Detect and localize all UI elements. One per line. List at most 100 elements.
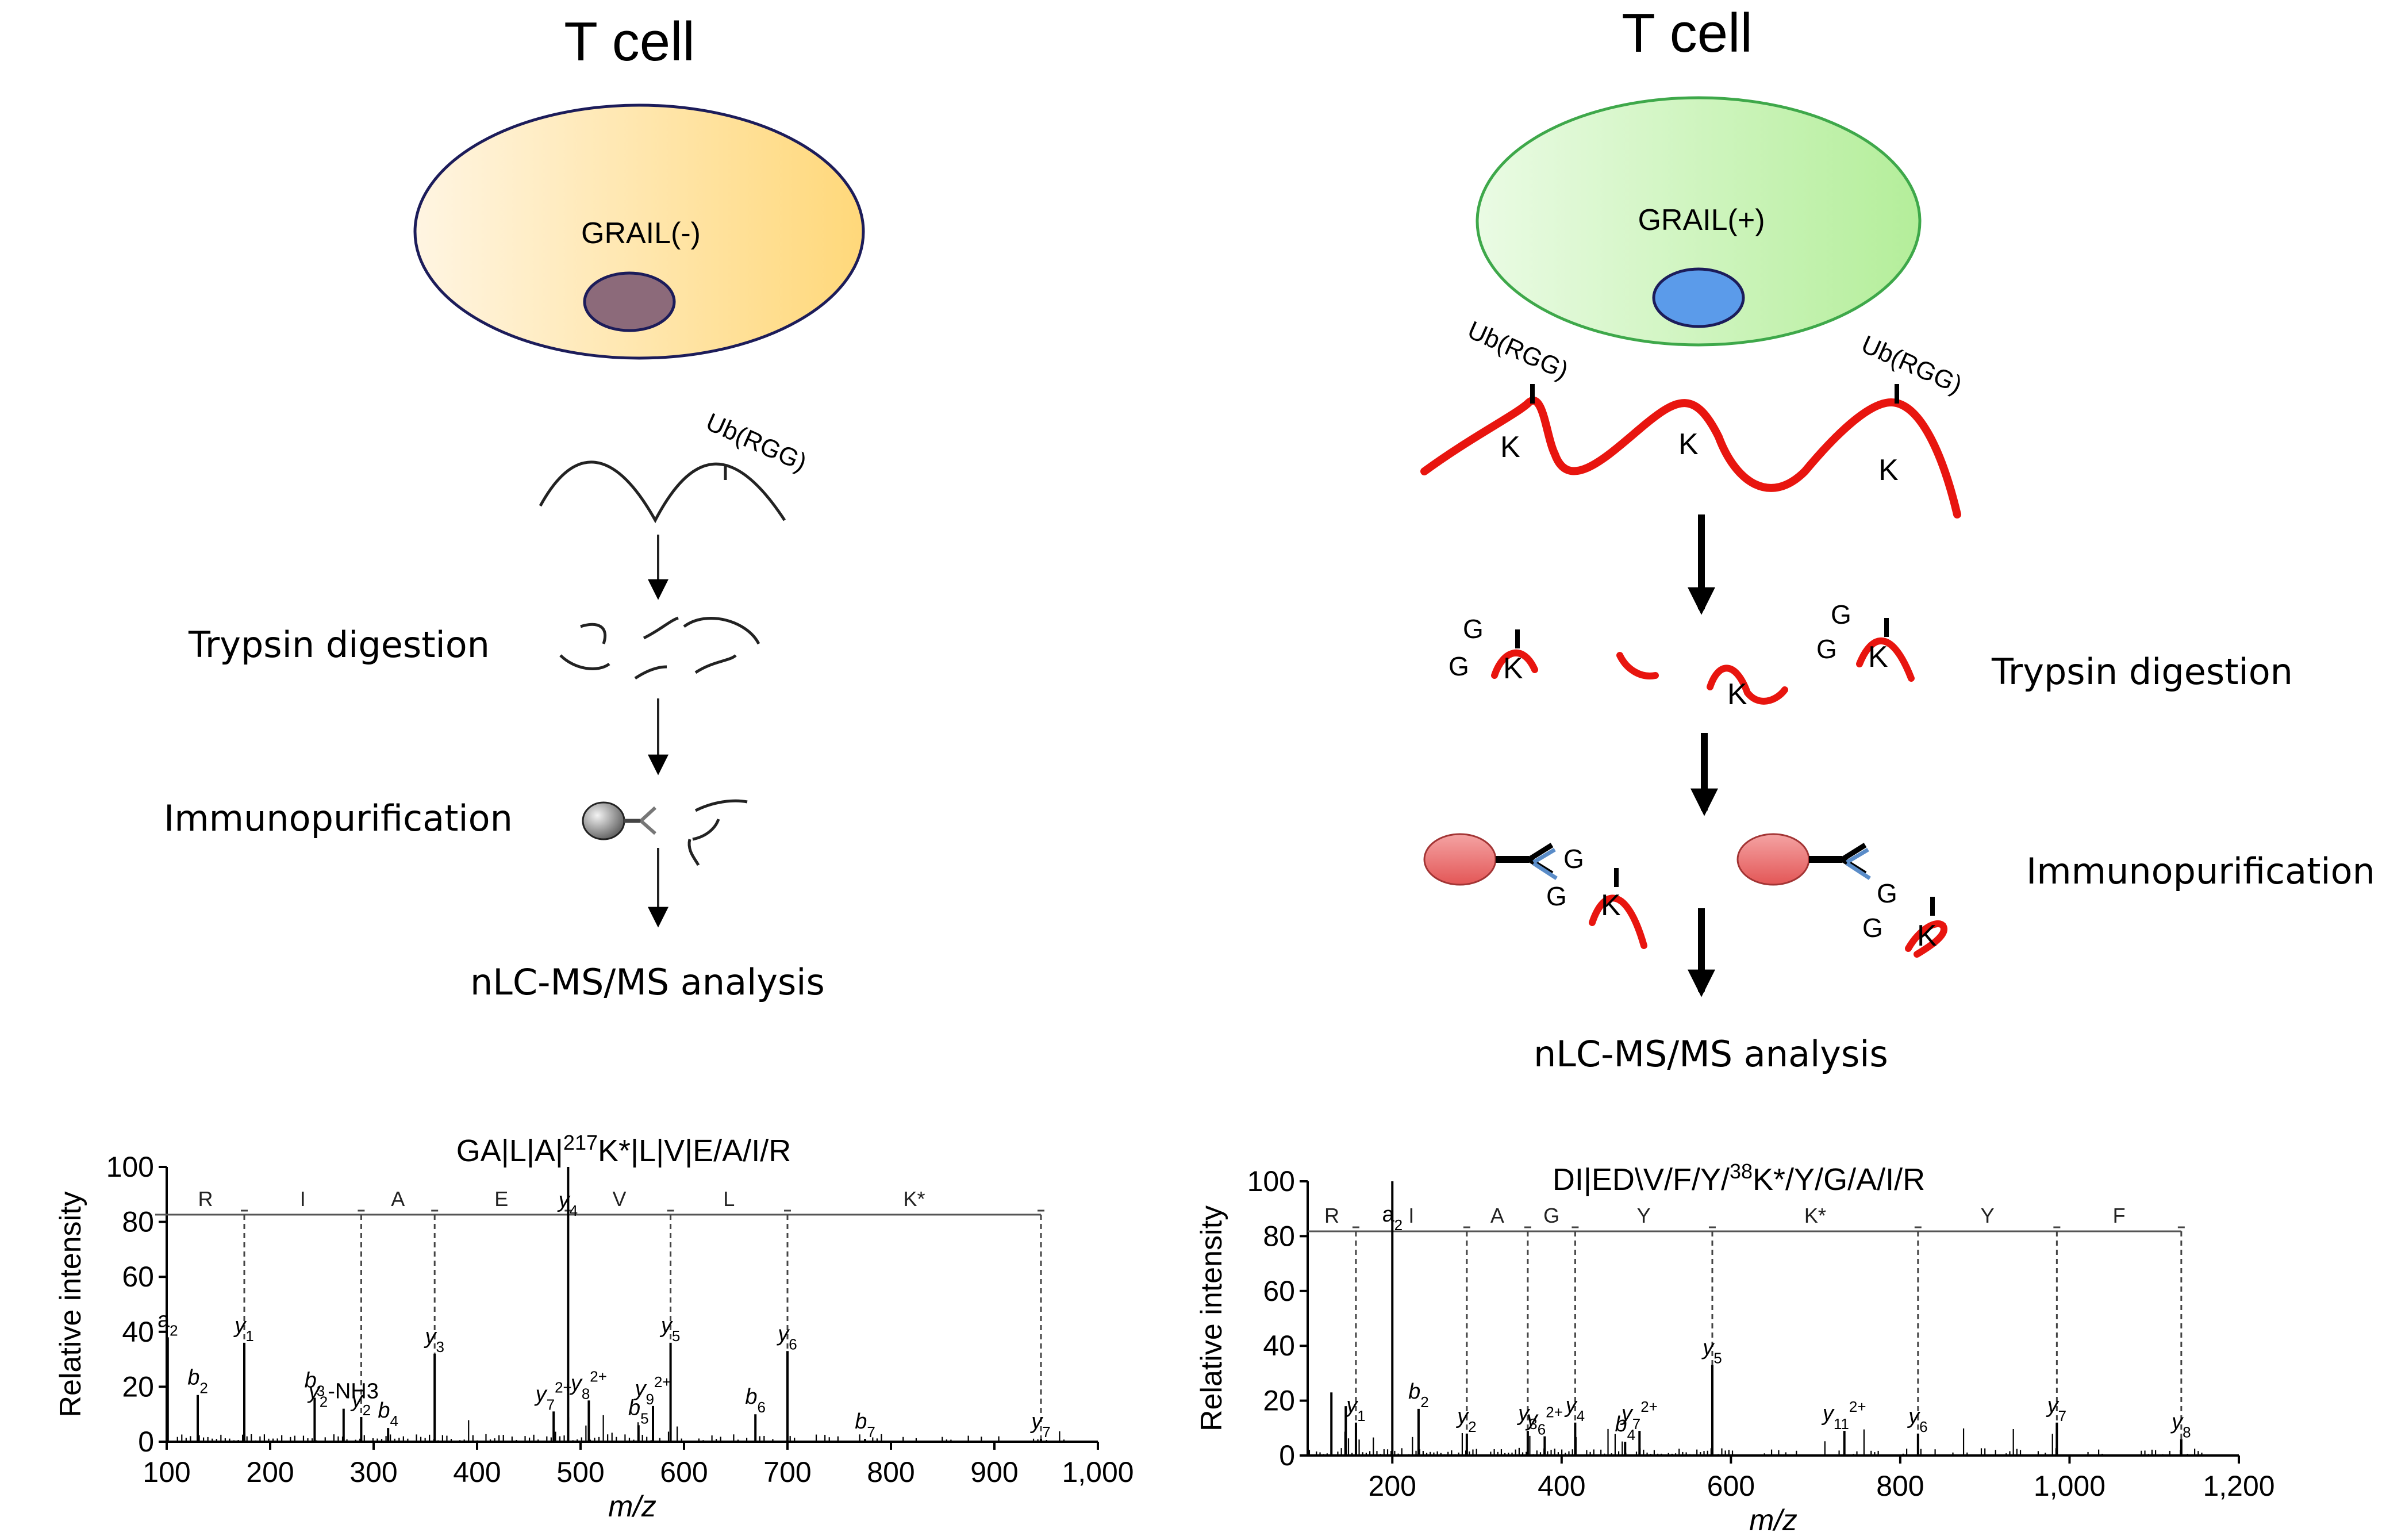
y-tick-label: 60 bbox=[122, 1261, 154, 1293]
y-axis-label: Relative intensity bbox=[54, 1191, 87, 1417]
svg-text:G: G bbox=[1831, 600, 1851, 629]
x-tick-label: 600 bbox=[1707, 1470, 1755, 1502]
y-tick-label: 100 bbox=[1247, 1165, 1295, 1197]
chart-title: GA|L|A|217K*|L|V|E/A/I/R bbox=[456, 1131, 791, 1169]
x-tick-label: 200 bbox=[246, 1456, 294, 1488]
x-tick-label: 800 bbox=[1876, 1470, 1924, 1502]
grail-pos-label: GRAIL(+) bbox=[1638, 203, 1765, 237]
right-digest-fragment-1: G G K bbox=[1448, 614, 1538, 685]
peak-label: y2-NH3 bbox=[307, 1380, 379, 1411]
peak-label: y92+ bbox=[633, 1373, 671, 1408]
sequence-residue: R bbox=[198, 1187, 213, 1211]
peak-label: y6 bbox=[776, 1322, 797, 1353]
right-step-trypsin: Trypsin digestion bbox=[1991, 651, 2293, 693]
x-tick-label: 1,200 bbox=[2203, 1470, 2274, 1502]
sequence-residue: A bbox=[1490, 1204, 1504, 1227]
y-tick-label: 40 bbox=[122, 1316, 154, 1348]
grail-pos-cell bbox=[1476, 96, 1922, 347]
y-tick-label: 0 bbox=[138, 1426, 154, 1458]
x-tick-label: 800 bbox=[867, 1456, 915, 1488]
peak-label: y2 bbox=[350, 1388, 371, 1419]
left-panel: T cell GRAIL(-) Ub(RGG) Trypsin digestio… bbox=[164, 11, 865, 1003]
sequence-residue: E bbox=[494, 1187, 508, 1211]
peak-label: b2 bbox=[1408, 1380, 1429, 1411]
x-tick-label: 100 bbox=[143, 1456, 190, 1488]
grail-pos-nucleus bbox=[1652, 267, 1745, 328]
svg-text:G: G bbox=[1877, 878, 1897, 908]
peak-label: y8 bbox=[2170, 1410, 2191, 1441]
x-tick-label: 700 bbox=[763, 1456, 811, 1488]
sequence-residue: I bbox=[1408, 1204, 1414, 1227]
y-tick-label: 20 bbox=[122, 1370, 154, 1403]
peak-label: y1 bbox=[1344, 1393, 1365, 1424]
svg-text:G: G bbox=[1563, 844, 1584, 874]
sequence-residue: L bbox=[723, 1187, 735, 1211]
peak-label: y5 bbox=[1701, 1336, 1722, 1367]
sequence-residue: R bbox=[1324, 1204, 1339, 1227]
left-fragments bbox=[559, 616, 760, 680]
grail-neg-label: GRAIL(-) bbox=[581, 217, 701, 250]
sequence-residue: K* bbox=[1804, 1204, 1826, 1227]
peak-label: y72+ bbox=[1620, 1398, 1658, 1433]
peak-label: y4 bbox=[1564, 1393, 1585, 1424]
right-protein-chain bbox=[1420, 397, 1961, 519]
x-tick-label: 500 bbox=[556, 1456, 604, 1488]
sequence-residue: Y bbox=[1981, 1204, 1995, 1227]
peak-label: y3 bbox=[423, 1324, 444, 1355]
grail-neg-cell bbox=[413, 103, 865, 360]
peak-label: y3 bbox=[1516, 1401, 1537, 1433]
peak-label: b7 bbox=[855, 1410, 875, 1441]
y-tick-label: 100 bbox=[106, 1151, 154, 1183]
peak-label: a2 bbox=[1382, 1203, 1403, 1234]
peak-label: y4 bbox=[557, 1188, 578, 1219]
sequence-residue: K* bbox=[903, 1187, 925, 1211]
peak-label: y72+ bbox=[534, 1378, 572, 1413]
left-ub-label: Ub(RGG) bbox=[702, 408, 811, 477]
left-title: T cell bbox=[564, 11, 695, 72]
x-tick-label: 1,000 bbox=[2034, 1470, 2105, 1502]
right-step-immuno: Immunopurification bbox=[2026, 850, 2375, 892]
svg-text:K: K bbox=[1868, 640, 1888, 674]
x-axis-label: m/z bbox=[608, 1490, 656, 1523]
peak-label: a2 bbox=[157, 1308, 178, 1339]
x-tick-label: 400 bbox=[1538, 1470, 1585, 1502]
left-protein-chain bbox=[539, 460, 786, 524]
peak-label: b4 bbox=[1615, 1412, 1635, 1443]
peak-label: y2 bbox=[1455, 1404, 1476, 1435]
x-axis-label: m/z bbox=[1749, 1504, 1797, 1537]
right-ub-ticks bbox=[1530, 384, 1899, 404]
right-k-2: K bbox=[1678, 428, 1699, 461]
peak-label: y7 bbox=[1029, 1410, 1050, 1441]
right-ub-label-1: Ub(RGG) bbox=[1463, 316, 1573, 385]
peak-label: b3 bbox=[305, 1369, 325, 1400]
right-digest-fragment-2 bbox=[1616, 652, 1788, 705]
left-captured-fragments bbox=[687, 799, 748, 866]
x-tick-label: 300 bbox=[349, 1456, 397, 1488]
y-tick-label: 40 bbox=[1263, 1330, 1295, 1362]
left-step-nlc: nLC-MS/MS analysis bbox=[470, 961, 825, 1003]
peak-label: b6 bbox=[745, 1385, 766, 1416]
x-tick-label: 400 bbox=[453, 1456, 501, 1488]
peak-label: y6 bbox=[1907, 1404, 1927, 1435]
svg-text:G: G bbox=[1816, 634, 1837, 664]
y-axis-label: Relative intensity bbox=[1195, 1205, 1228, 1431]
y-tick-label: 0 bbox=[1279, 1439, 1295, 1472]
y-tick-label: 80 bbox=[1263, 1220, 1295, 1252]
right-ub-label-2: Ub(RGG) bbox=[1857, 330, 1966, 399]
right-k-3: K bbox=[1878, 454, 1899, 487]
sequence-residue: V bbox=[612, 1187, 626, 1211]
right-digest-fragment-3: G G K bbox=[1816, 600, 1915, 682]
y-tick-label: 20 bbox=[1263, 1385, 1295, 1417]
peak-label: y7 bbox=[2046, 1393, 2066, 1424]
sequence-residue: Y bbox=[1637, 1204, 1651, 1227]
left-step-immuno: Immunopurification bbox=[164, 797, 513, 839]
svg-text:K: K bbox=[1503, 652, 1523, 685]
svg-text:K: K bbox=[1917, 919, 1937, 953]
y-tick-label: 80 bbox=[122, 1206, 154, 1238]
peak-label: y1 bbox=[233, 1314, 253, 1345]
svg-text:G: G bbox=[1862, 913, 1883, 943]
